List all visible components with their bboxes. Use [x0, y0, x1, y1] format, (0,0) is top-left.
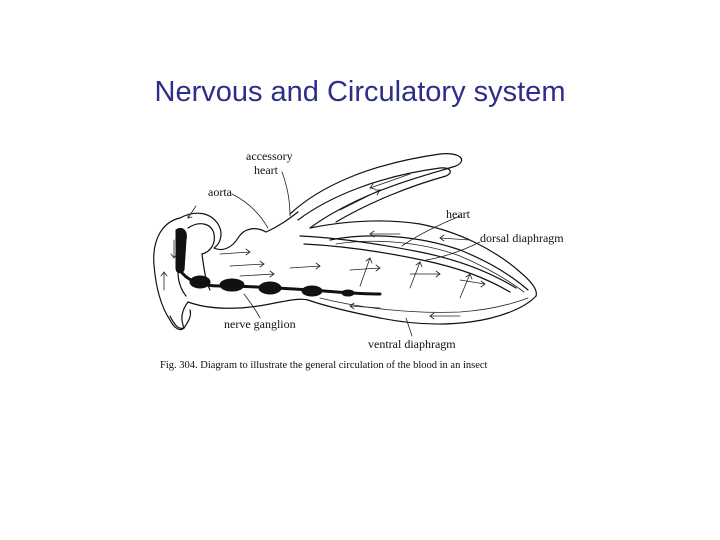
- label-aorta: aorta: [208, 185, 233, 199]
- label-ventral-diaphragm: ventral diaphragm: [368, 337, 456, 351]
- insect-body-outline: [153, 153, 537, 331]
- label-accessory-heart: heart: [254, 163, 279, 177]
- label-leader-lines: [231, 171, 481, 337]
- label-heart: heart: [446, 207, 471, 221]
- label-accessory: accessory: [246, 149, 293, 163]
- slide-title: Nervous and Circulatory system: [154, 76, 566, 108]
- insect-circulation-diagram: accessory heart aorta heart dorsal diaph…: [140, 140, 580, 375]
- circulation-arrows: [160, 173, 486, 320]
- label-nerve-ganglion: nerve ganglion: [224, 317, 296, 331]
- heart-tube: [299, 235, 517, 293]
- diagram-svg: accessory heart aorta heart dorsal diaph…: [153, 149, 564, 371]
- figure-caption: Fig. 304. Diagram to illustrate the gene…: [160, 360, 488, 371]
- label-dorsal-diaphragm: dorsal diaphragm: [480, 231, 564, 245]
- nerve-cord: [175, 227, 382, 297]
